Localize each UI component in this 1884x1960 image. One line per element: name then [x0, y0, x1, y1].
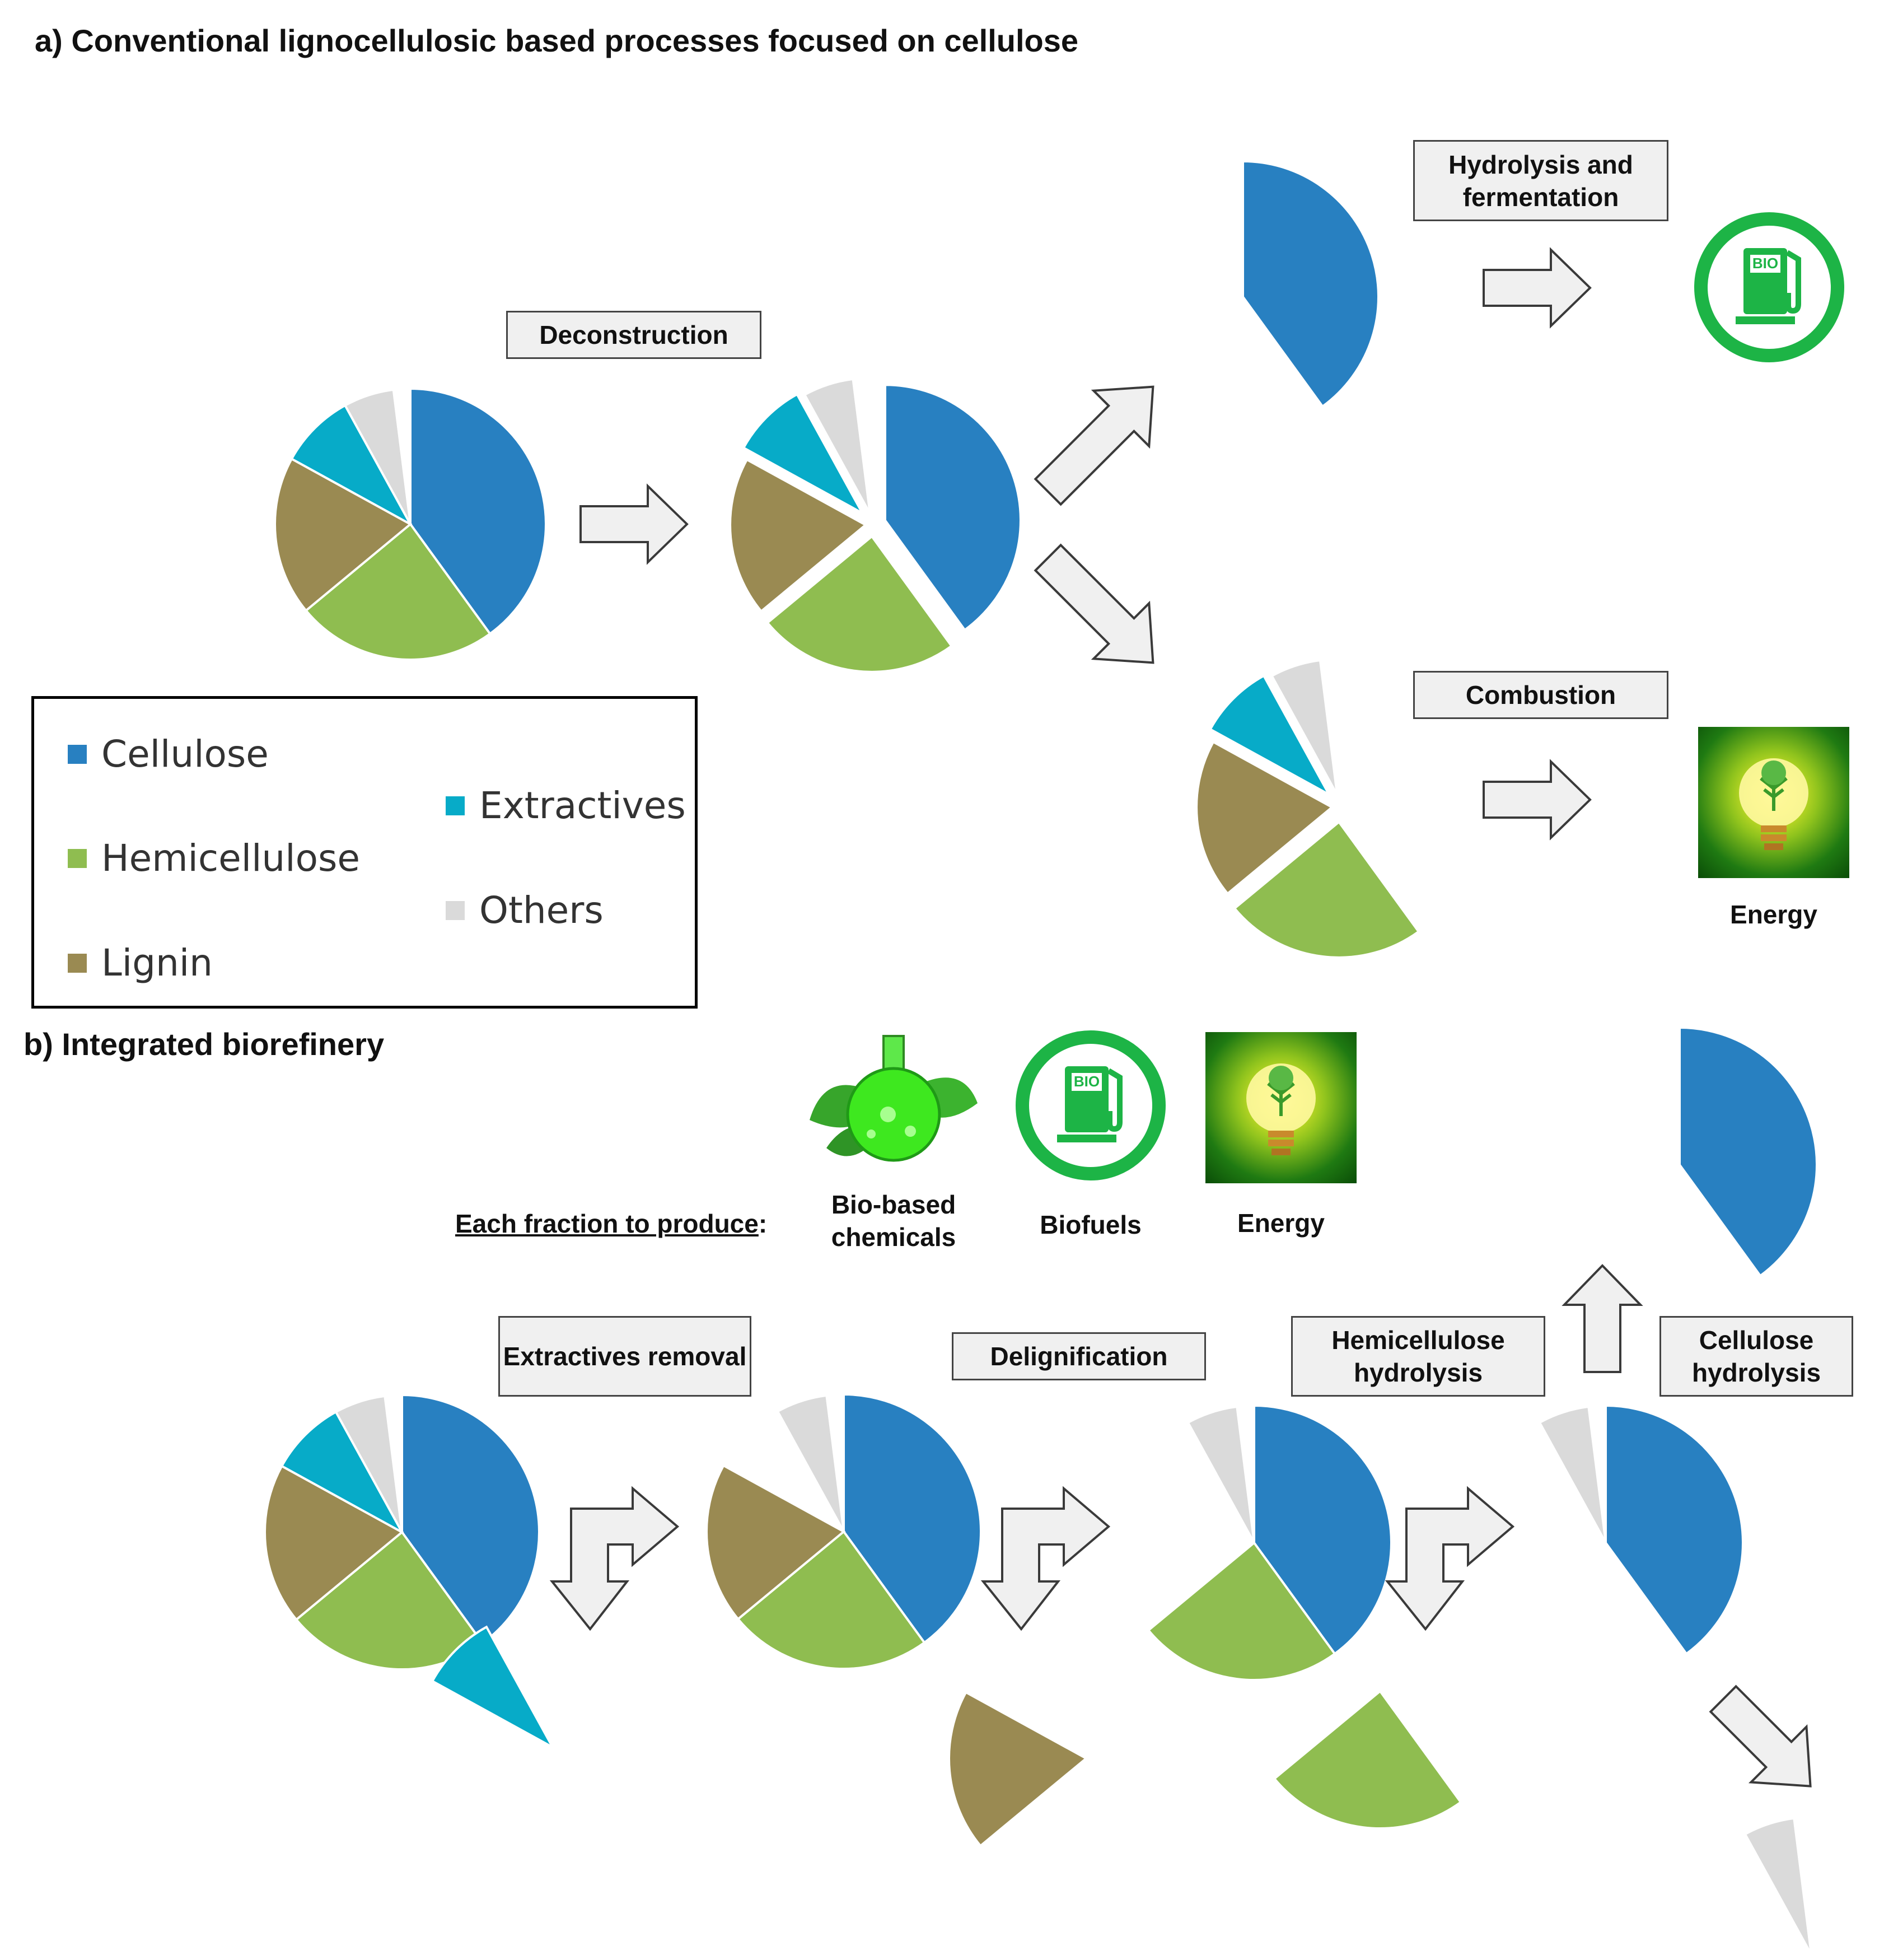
section-b-title: b) Integrated biorefinery	[24, 1026, 385, 1062]
deconstruction-label: Deconstruction	[506, 311, 761, 359]
pump-hose	[1785, 250, 1801, 314]
arrow-down-others	[1709, 1684, 1812, 1788]
arrow-to-residue	[1034, 543, 1154, 664]
pump-base	[1736, 316, 1795, 324]
feedstock-pie-hemicellulose-slice	[304, 522, 492, 661]
bio-pump-ring	[1694, 212, 1844, 362]
pump-screen	[1072, 1073, 1102, 1091]
legend-swatch	[68, 744, 87, 764]
arrow-to-deconstruction	[579, 483, 689, 565]
legend-item-others: Others	[446, 889, 604, 932]
b-delignified-pie-others-slice	[1186, 1405, 1255, 1543]
bio-text: BIO	[1752, 255, 1778, 272]
energy-caption-b: Energy	[1237, 1208, 1325, 1238]
pump-screen	[1750, 255, 1780, 273]
b-remaining-others-slice	[1743, 1817, 1812, 1955]
b-feedstock-pie-cellulose-slice	[401, 1393, 541, 1645]
b-cellulose-pie-cellulose-slice	[1605, 1404, 1745, 1656]
deconstructed-pie-extractives-slice	[742, 393, 866, 516]
flask-bubble	[905, 1126, 916, 1137]
produce-label: Each fraction to produce:	[455, 1208, 767, 1239]
b-no-extractives-pie-others-slice	[776, 1394, 845, 1532]
light-bulb-icon	[1739, 758, 1808, 850]
deconstructed-pie-lignin-slice	[729, 458, 868, 613]
arrow-to-cellulose	[1034, 385, 1154, 506]
bio-text: BIO	[1074, 1073, 1100, 1090]
residue-pie-hemicellulose-slice	[1233, 820, 1420, 959]
b-removed-extractives-slice	[431, 1625, 556, 1751]
feedstock-pie-extractives-slice	[290, 404, 414, 528]
feedstock-pie-cellulose-slice	[409, 387, 547, 636]
feedstock-pie-others-slice	[343, 388, 412, 525]
cellulose-hydrolysis-label: Cellulose hydrolysis	[1659, 1316, 1853, 1397]
legend-label: Extractives	[479, 784, 686, 827]
extractives-removal-label: Extractives removal	[498, 1316, 751, 1397]
bio-fuel-pump-icon: BIO	[1016, 1030, 1166, 1180]
b-feedstock-pie-others-slice	[334, 1394, 403, 1533]
legend-item-cellulose: Cellulose	[68, 732, 269, 776]
deconstructed-pie-others-slice	[803, 377, 871, 514]
delignification-label: Delignification	[952, 1332, 1206, 1380]
legend-label: Cellulose	[101, 732, 269, 776]
legend-swatch	[68, 953, 87, 973]
residue-pie-extractives-slice	[1209, 674, 1332, 797]
energy-caption-a: Energy	[1730, 900, 1817, 929]
b-cellulose-pie-others-slice	[1538, 1405, 1607, 1543]
bio-fuel-pump-icon: BIO	[1694, 212, 1844, 362]
arrow-to-biofuel	[1483, 247, 1592, 329]
section-a-title: a) Conventional lignocellulosic based pr…	[35, 23, 1079, 58]
legend-item-lignin: Lignin	[68, 941, 213, 984]
legend-swatch	[68, 848, 87, 868]
pump-hose	[1107, 1068, 1123, 1132]
b-no-extractives-pie-lignin-slice	[705, 1464, 846, 1621]
arrow-up-cellulose	[1562, 1264, 1643, 1373]
flask-bubble	[880, 1107, 896, 1122]
legend-label: Hemicellulose	[101, 837, 360, 880]
legend-label: Lignin	[101, 941, 213, 984]
elbow-arrow-hemicellulose-hydrolysis	[1385, 1486, 1515, 1631]
feedstock-pie-lignin-slice	[274, 457, 413, 613]
biofuels-caption: Biofuels	[1040, 1210, 1142, 1239]
b-recovered-cellulose-slice	[1679, 1026, 1818, 1278]
flask-bubble	[867, 1130, 876, 1138]
deconstructed-pie-cellulose-slice	[883, 384, 1022, 632]
elbow-arrow-delignification	[980, 1486, 1111, 1631]
flask-leaves-icon	[810, 1035, 978, 1162]
b-removed-hemicellulose-slice	[1273, 1690, 1462, 1830]
b-delignified-pie-hemicellulose-slice	[1147, 1541, 1336, 1682]
legend-swatch	[446, 900, 465, 920]
light-bulb-icon	[1698, 727, 1849, 878]
light-bulb-icon	[1205, 1032, 1357, 1183]
separated-cellulose-slice	[1242, 160, 1380, 408]
pump-base	[1057, 1135, 1116, 1142]
produce-label-text: Each fraction to produce	[455, 1209, 759, 1238]
legend: Cellulose Extractives Hemicellulose Othe…	[31, 696, 698, 1009]
bio-pump-ring	[1016, 1030, 1166, 1180]
b-feedstock-pie-lignin-slice	[264, 1464, 404, 1621]
legend-swatch	[446, 796, 465, 815]
combustion-label: Combustion	[1413, 671, 1668, 719]
hemicellulose-hydrolysis-label: Hemicellulose hydrolysis	[1291, 1316, 1545, 1397]
b-feedstock-pie-extractives-slice	[280, 1410, 405, 1536]
deconstructed-pie-hemicellulose-slice	[765, 534, 953, 673]
legend-item-extractives: Extractives	[446, 784, 686, 827]
residue-pie-others-slice	[1270, 659, 1339, 796]
arrow-to-energy	[1483, 759, 1592, 841]
elbow-arrow-extractives-removal	[549, 1486, 680, 1631]
residue-pie-lignin-slice	[1195, 740, 1334, 895]
hydrolysis-fermentation-label: Hydrolysis and fermentation	[1413, 140, 1668, 221]
b-removed-lignin-slice	[948, 1691, 1088, 1847]
b-delignified-pie-cellulose-slice	[1253, 1404, 1393, 1656]
produce-label-colon: :	[758, 1209, 768, 1238]
b-no-extractives-pie-cellulose-slice	[843, 1393, 983, 1645]
b-no-extractives-pie-hemicellulose-slice	[736, 1530, 926, 1670]
bio-based-chemicals-caption: Bio-based chemicals	[831, 1190, 956, 1252]
legend-item-hemicellulose: Hemicellulose	[68, 837, 360, 880]
light-bulb-icon	[1246, 1063, 1316, 1155]
legend-label: Others	[479, 889, 604, 932]
